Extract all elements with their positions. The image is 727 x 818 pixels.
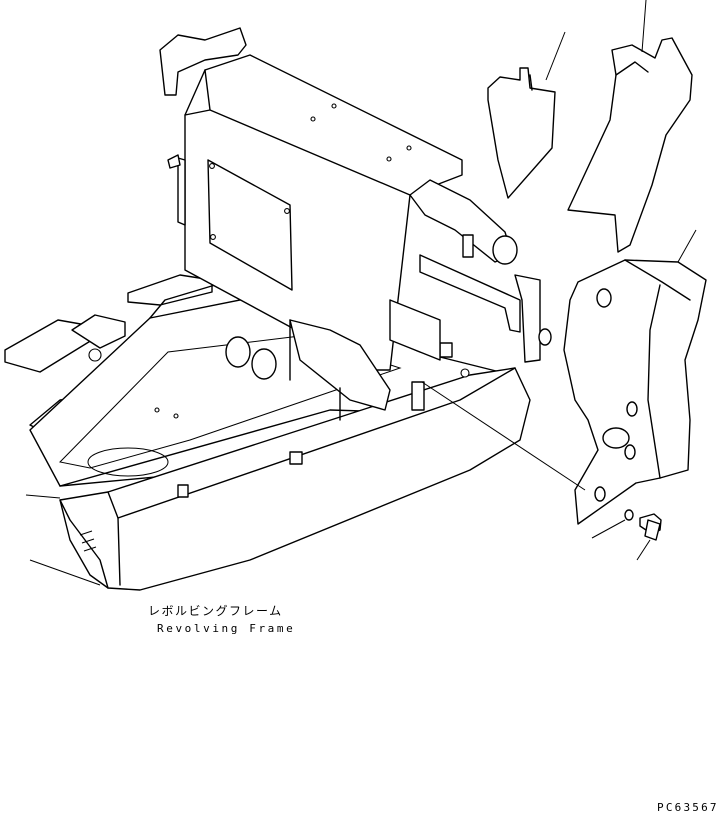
side-cover <box>563 229 707 525</box>
bolt-and-washer <box>591 509 662 561</box>
hydraulic-bracket <box>389 179 552 363</box>
japanese-part-label: レボルビングフレーム <box>148 604 283 618</box>
english-part-label: Revolving Frame <box>157 622 296 635</box>
small-cover-plate <box>487 31 566 199</box>
drawing-code: PC63567 <box>657 801 719 814</box>
revolving-frame <box>4 274 531 591</box>
large-cover-plate <box>567 0 693 253</box>
mount-leader-line <box>421 381 586 491</box>
